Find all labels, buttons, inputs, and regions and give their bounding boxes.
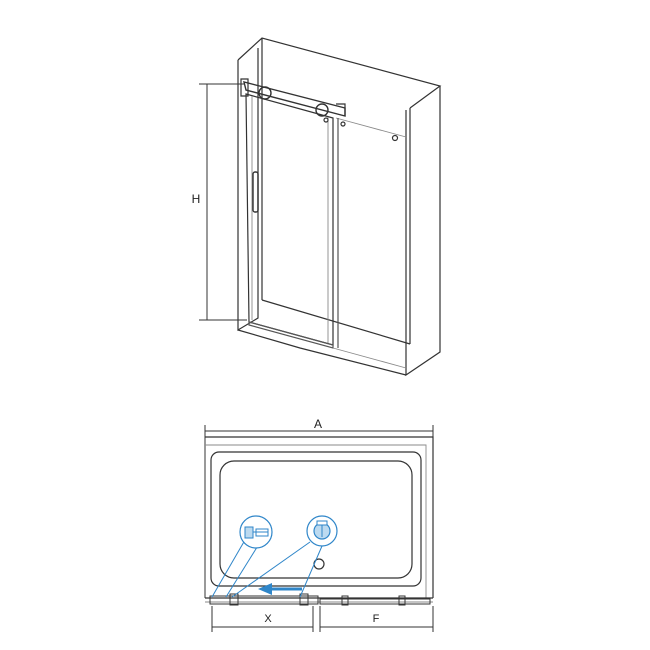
plan-clamp-2-icon	[398, 595, 406, 606]
back-wall-bottom	[261, 299, 411, 345]
height-label: H	[192, 192, 201, 206]
plan-clamp-1-icon	[341, 595, 349, 606]
sliding-direction-arrow-icon	[258, 583, 302, 595]
shower-tray-outer	[210, 451, 422, 587]
plan-view	[204, 425, 434, 632]
enclosure-wall	[205, 436, 434, 598]
roller-left-icon	[258, 86, 272, 100]
plan-roller-2-icon	[299, 593, 309, 606]
wall-fixing-top-icon	[340, 121, 346, 127]
detail-callouts	[211, 539, 323, 598]
roller-pin-icon	[323, 117, 329, 123]
roller-right-icon	[315, 103, 329, 117]
wall-fixing-right-icon	[391, 134, 399, 142]
opening-label: X	[264, 613, 272, 625]
rail-bracket-left	[240, 78, 249, 97]
plan-sliding-door	[209, 595, 319, 605]
fixed-panel-bottom	[332, 347, 407, 369]
plan-roller-1-icon	[229, 593, 239, 606]
floor-front	[237, 329, 407, 376]
top-rail	[243, 81, 346, 117]
door-bottom-seal	[248, 321, 334, 349]
fixed-label: F	[373, 613, 380, 625]
plan-fixed-panel	[319, 598, 431, 605]
top-rail-end	[336, 103, 346, 116]
connector-detail-icon	[239, 515, 273, 549]
right-wall	[405, 86, 441, 377]
callout-leader-2	[225, 543, 260, 598]
back-wall-top	[237, 37, 442, 109]
elevation-view	[237, 37, 442, 377]
door-handle-icon	[252, 171, 259, 213]
fixed-glass-panel	[335, 117, 407, 138]
callout-leader-3	[231, 541, 311, 598]
height-dimension	[199, 83, 247, 321]
callout-leader-1	[211, 539, 246, 598]
roller-detail-icon	[306, 515, 338, 547]
callout-leader-4	[299, 545, 323, 598]
enclosure-inner-wall	[205, 444, 427, 598]
shower-tray-inner	[219, 460, 413, 579]
width-label: A	[314, 417, 322, 431]
sliding-door-panel	[245, 93, 334, 346]
